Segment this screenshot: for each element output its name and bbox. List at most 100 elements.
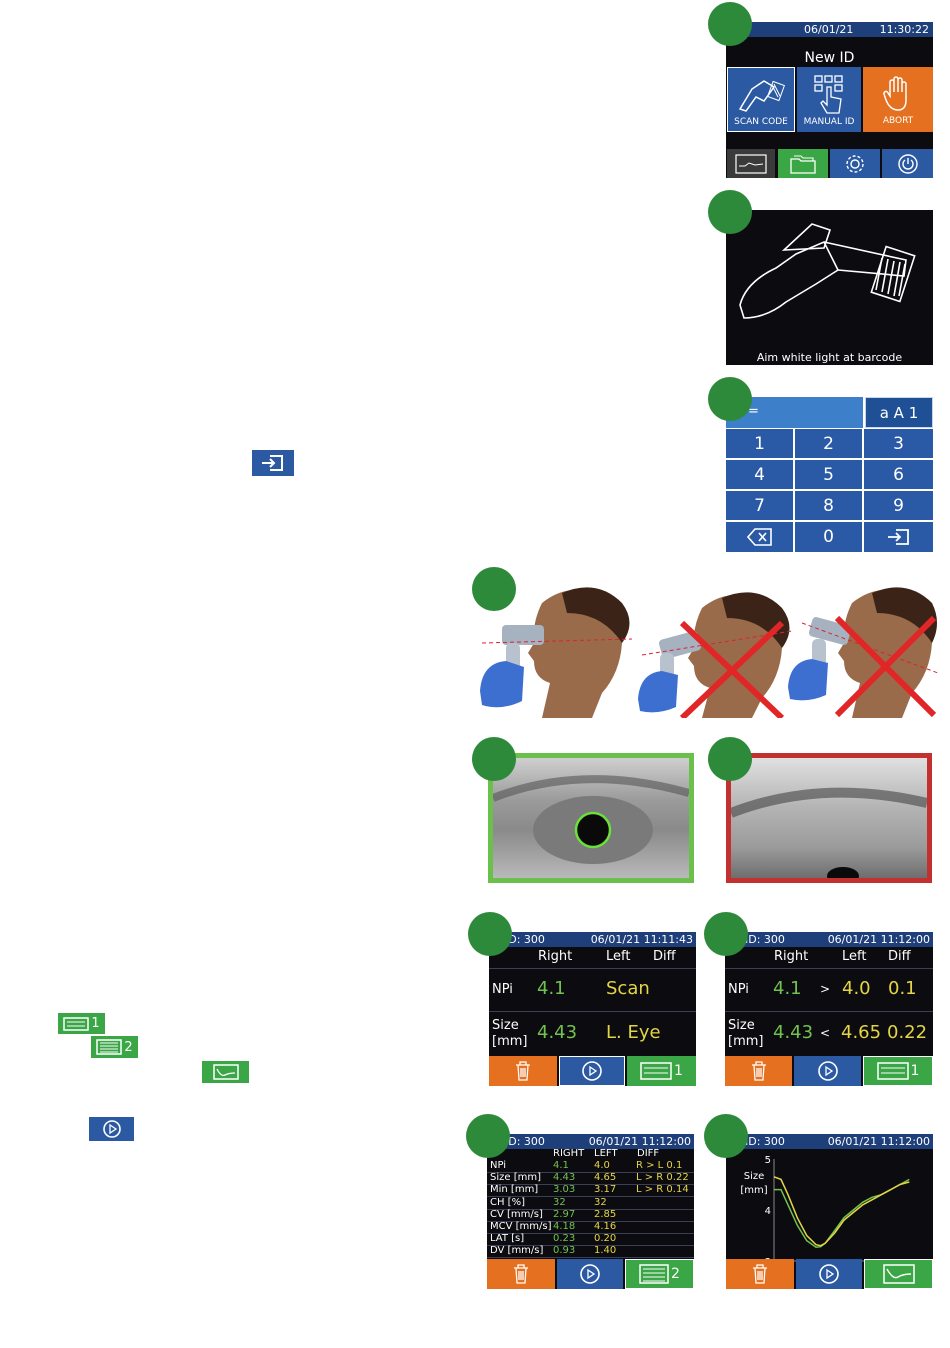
power-icon xyxy=(897,153,918,174)
gear-icon xyxy=(846,154,864,173)
col-right: Right xyxy=(774,949,809,964)
key-8[interactable]: 8 xyxy=(795,491,862,520)
screen-title: New ID xyxy=(804,50,855,66)
graph-button[interactable] xyxy=(864,1259,933,1289)
scan-code-button[interactable]: SCAN CODE xyxy=(727,67,795,132)
table-cell-diff: L > R 0.22 xyxy=(636,1172,689,1184)
table-cell-diff: R > L 0.1 xyxy=(636,1160,683,1171)
table-page-number: 1 xyxy=(674,1063,683,1079)
col-diff: Diff xyxy=(888,949,911,964)
manual-id-keypad-screen: ID = a A 1 1 2 3 4 5 6 7 8 9 0 xyxy=(726,397,933,552)
keypad-hand-icon xyxy=(814,74,843,114)
eye-image-bad xyxy=(726,753,932,883)
result-screen-right-only: ID: 300 06/01/21 11:11:43 Right Left Dif… xyxy=(489,932,696,1086)
size-unit: [mm] xyxy=(492,1034,528,1049)
size-right-value: 4.43 xyxy=(537,1022,578,1043)
step-marker xyxy=(466,1114,510,1158)
step-marker xyxy=(708,377,752,421)
patient-id: ID: 300 xyxy=(505,1135,545,1148)
abort-button[interactable]: ABORT xyxy=(863,67,933,132)
settings-tab[interactable] xyxy=(830,149,880,178)
measure-button[interactable] xyxy=(796,1259,862,1289)
input-mode-toggle[interactable]: a A 1 xyxy=(865,397,933,428)
col-right: Right xyxy=(538,949,573,964)
key-4[interactable]: 4 xyxy=(726,460,793,489)
delete-button[interactable] xyxy=(726,1259,794,1289)
measure-button[interactable] xyxy=(794,1056,861,1086)
header-diff: DIFF xyxy=(637,1148,660,1159)
size-label: Size xyxy=(492,1018,519,1033)
table-icon xyxy=(639,1264,669,1284)
records-tab[interactable] xyxy=(778,149,828,178)
table-page-number: 2 xyxy=(671,1266,680,1282)
table-cell-label: LAT [s] xyxy=(490,1233,525,1245)
delete-button[interactable] xyxy=(487,1259,555,1289)
table-cell-label: CH [%] xyxy=(490,1196,525,1208)
enter-key-icon xyxy=(252,450,294,476)
header-left: LEFT xyxy=(594,1148,618,1159)
y-tick-label: 5 xyxy=(765,1155,771,1166)
enter-icon xyxy=(887,529,909,545)
pupil-partial xyxy=(827,867,859,878)
key-3[interactable]: 3 xyxy=(864,429,933,458)
backspace-icon xyxy=(746,528,772,546)
manual-id-button[interactable]: MANUAL ID xyxy=(797,67,861,132)
delete-button[interactable] xyxy=(489,1056,557,1086)
time-text: 11:30:22 xyxy=(879,23,929,36)
enter-key[interactable] xyxy=(864,522,933,552)
datetime-text: 06/01/21 11:12:00 xyxy=(588,1135,691,1148)
size-label: Size xyxy=(728,1018,755,1033)
abort-label: ABORT xyxy=(882,115,914,126)
status-bar: 06/01/21 11:30:22 xyxy=(726,22,933,37)
face-correct xyxy=(480,587,633,718)
backspace-key[interactable] xyxy=(726,522,793,552)
table-page-number: 1 xyxy=(910,1063,920,1079)
play-icon xyxy=(582,1061,602,1081)
measure-button[interactable] xyxy=(559,1056,625,1086)
status-bar: ID: 300 06/01/21 11:11:43 xyxy=(489,932,696,947)
step-marker xyxy=(708,190,752,234)
y-axis-label: Size xyxy=(744,1171,765,1182)
delete-button[interactable] xyxy=(725,1056,792,1086)
npi-diff-value: 0.1 xyxy=(888,978,917,999)
key-6[interactable]: 6 xyxy=(864,460,933,489)
new-id-screen: 06/01/21 11:30:22 New ID SCAN CODE MANUA… xyxy=(726,22,933,178)
datetime-text: 06/01/21 11:12:00 xyxy=(827,933,930,946)
key-1[interactable]: 1 xyxy=(726,429,793,458)
play-button-icon xyxy=(89,1117,134,1141)
measure-button[interactable] xyxy=(557,1259,623,1289)
size-diff-value: 0.22 xyxy=(887,1022,928,1043)
waveform-tab[interactable] xyxy=(727,149,775,178)
step-marker xyxy=(472,737,516,781)
table-cell-left: 4.65 xyxy=(594,1172,617,1184)
table-icon xyxy=(876,1062,909,1080)
npi-left-value: 4.0 xyxy=(842,978,871,999)
key-5[interactable]: 5 xyxy=(795,460,862,489)
scanner-barcode-illustration xyxy=(739,223,916,319)
waveform-icon xyxy=(735,153,767,174)
table-cell-label: Min [mm] xyxy=(490,1184,539,1196)
result-graph-screen: ID: 300 06/01/21 11:12:00 Size[mm]345012… xyxy=(726,1134,933,1289)
graph-icon xyxy=(882,1264,915,1284)
table-1-button[interactable]: 1 xyxy=(627,1056,696,1086)
scan-code-label: SCAN CODE xyxy=(734,116,788,127)
table-cell-left: 0.20 xyxy=(594,1233,617,1245)
play-icon xyxy=(580,1264,600,1284)
key-9[interactable]: 9 xyxy=(864,491,933,520)
key-7[interactable]: 7 xyxy=(726,491,793,520)
npi-right-value: 4.1 xyxy=(537,978,566,999)
npi-comparison: > xyxy=(820,982,831,996)
step-marker xyxy=(704,912,748,956)
key-2[interactable]: 2 xyxy=(795,429,862,458)
key-0[interactable]: 0 xyxy=(795,522,862,552)
power-tab[interactable] xyxy=(882,149,933,178)
date-text: 06/01/21 xyxy=(804,23,854,36)
table-1-button[interactable]: 1 xyxy=(863,1056,933,1086)
device-positioning-illustration xyxy=(472,583,939,721)
table-2-button[interactable]: 2 xyxy=(625,1259,694,1289)
folder-icon xyxy=(790,154,816,174)
